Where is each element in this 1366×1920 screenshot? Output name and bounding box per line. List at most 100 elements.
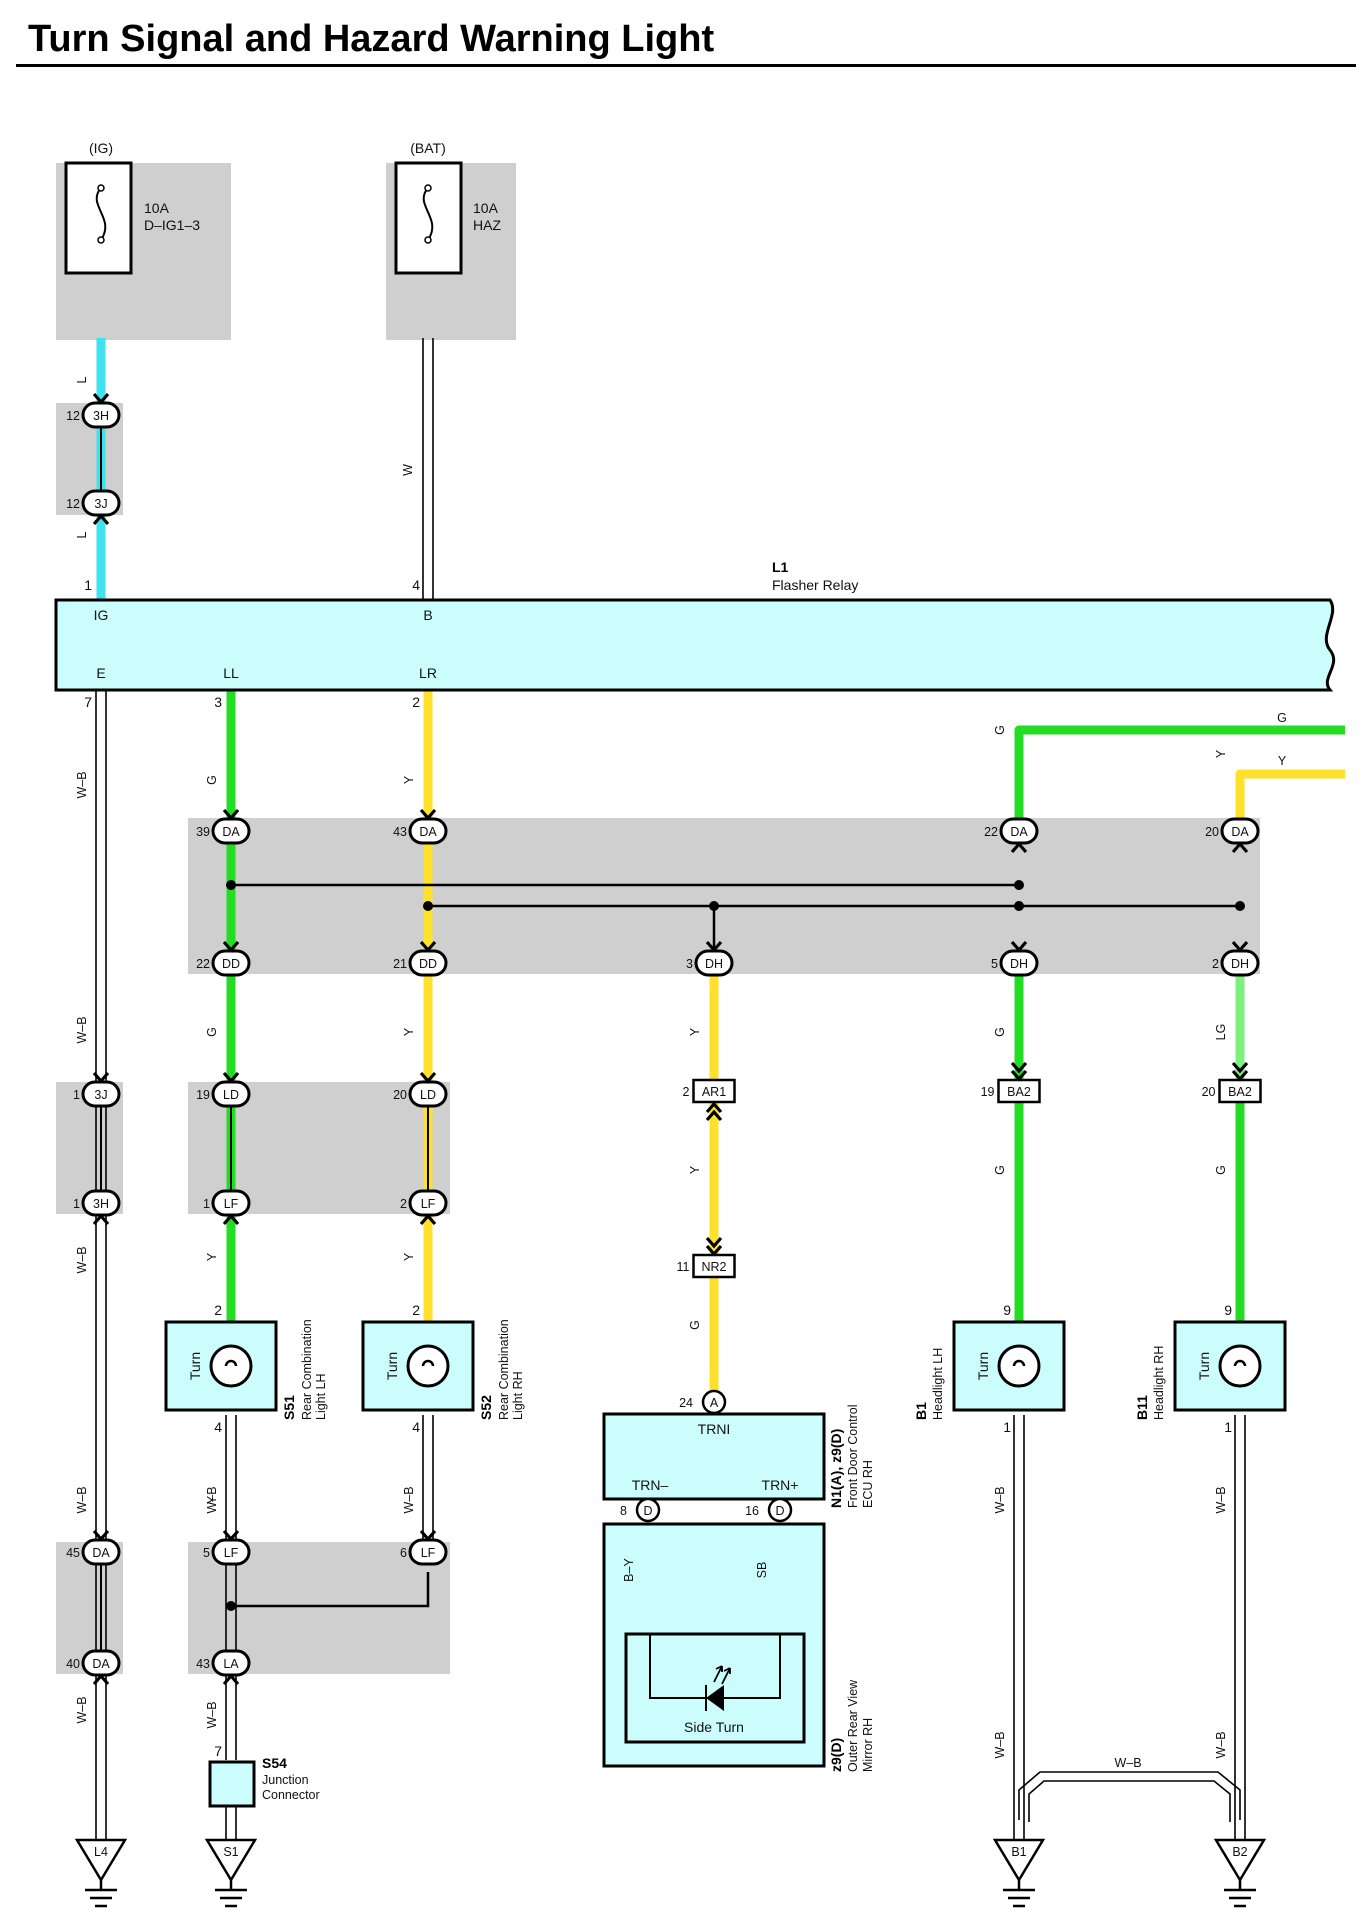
connector-pin: 20 xyxy=(1205,825,1219,839)
component-b1: Turn B1 Headlight LH 9 1 xyxy=(913,1302,1066,1435)
connector-pin: 5 xyxy=(991,957,998,971)
connector-code: DD xyxy=(222,957,240,971)
s51-name2: Light LH xyxy=(314,1373,328,1420)
connector-code: 3H xyxy=(93,409,109,423)
connector-pin: 12 xyxy=(66,409,80,423)
connector-3h-12: 3H 12 xyxy=(66,392,121,429)
connector-pin: 22 xyxy=(984,825,998,839)
connector-code: D xyxy=(775,1504,784,1518)
connector-a-24: A24 xyxy=(679,1389,727,1415)
connector-pin: 11 xyxy=(677,1260,690,1274)
wire-label: Y xyxy=(1214,749,1228,758)
connector-code: LF xyxy=(224,1197,239,1211)
s52-name1: Rear Combination xyxy=(497,1319,511,1420)
connector-da-22: DA 22 xyxy=(984,817,1039,854)
connector-pin: 1 xyxy=(203,1197,210,1211)
wire-label: W–B xyxy=(75,1016,89,1043)
connector-code: 3J xyxy=(94,497,107,511)
wire-label-h: G xyxy=(1277,711,1287,725)
connector-pin: 22 xyxy=(196,957,210,971)
connector-code: LF xyxy=(421,1197,436,1211)
wire-wb-cross-b xyxy=(1028,1780,1231,1822)
s51-pin-top: 2 xyxy=(214,1302,222,1318)
connector-pin: 2 xyxy=(1212,957,1219,971)
connector-lf-5: LF5 xyxy=(203,1529,251,1566)
connector-pin: 21 xyxy=(393,957,407,971)
connector-code: DA xyxy=(92,1657,110,1671)
connector-pin: 8 xyxy=(620,1504,627,1518)
connector-dh-5: DH5 xyxy=(991,940,1039,977)
junction-s54: 7 S54 Junction Connector xyxy=(208,1743,320,1808)
fuse-ig-rating: 10A xyxy=(144,200,170,216)
relay-term-lr: LR xyxy=(419,665,437,681)
connector-pin: 19 xyxy=(196,1088,210,1102)
dot-3 xyxy=(423,901,433,911)
connector-code: D xyxy=(643,1504,652,1518)
relay-pin-b: 4 xyxy=(412,577,420,593)
fuse-bat-name: HAZ xyxy=(473,217,501,233)
ground-l4: L4 xyxy=(74,1838,128,1908)
s52-pin-bottom: 4 xyxy=(412,1419,420,1435)
relay-term-e: E xyxy=(96,665,105,681)
connector-dh-3: DH3 xyxy=(686,940,734,977)
bus-lf-join xyxy=(231,1572,430,1608)
bus-lines xyxy=(231,883,1240,1608)
connector-code: DA xyxy=(1010,825,1028,839)
connector-code: AR1 xyxy=(702,1085,726,1099)
mirror-lamp: Side Turn xyxy=(684,1719,744,1735)
wire-label: G xyxy=(993,725,1007,735)
connector-lf-1: LF 1 xyxy=(203,1189,251,1226)
mirror-name1: Outer Rear View xyxy=(846,1679,860,1772)
s54-name1: Junction xyxy=(262,1773,309,1787)
ground-label: B1 xyxy=(1011,1845,1026,1859)
connector-pin: 1 xyxy=(73,1197,80,1211)
b11-pin-bottom: 1 xyxy=(1224,1419,1232,1435)
wire-wb-cross-a xyxy=(1018,1771,1241,1820)
connector-code: 3H xyxy=(93,1197,109,1211)
connector-pin: 16 xyxy=(745,1504,759,1518)
wire-label: G xyxy=(993,1165,1007,1175)
s51-name1: Rear Combination xyxy=(300,1319,314,1420)
wire-label: W–B xyxy=(205,1701,219,1728)
fuse-bat: (BAT) 10A HAZ xyxy=(394,140,501,275)
connector-code: LF xyxy=(224,1546,239,1560)
dot-4 xyxy=(709,901,719,911)
wire-label: G xyxy=(205,775,219,785)
connector-pin: 2 xyxy=(400,1197,407,1211)
bus-dots xyxy=(226,880,1245,1611)
ecu-out2: TRN+ xyxy=(762,1477,799,1493)
connector-pin: 3 xyxy=(686,957,693,971)
ecu-in: TRNI xyxy=(698,1421,731,1437)
dot-1 xyxy=(226,880,236,890)
wire-label: L xyxy=(75,376,89,383)
connector-d-16: D 16 xyxy=(745,1497,793,1523)
wire-label: Y xyxy=(402,1252,416,1261)
wire-label: W–B xyxy=(993,1486,1007,1513)
page-title: Turn Signal and Hazard Warning Light xyxy=(28,18,715,60)
relay-term-ll: LL xyxy=(223,665,239,681)
connector-pin: 20 xyxy=(393,1088,407,1102)
wire-label: Y xyxy=(688,1027,702,1036)
connector-code: 3J xyxy=(94,1088,107,1102)
wire-label: G xyxy=(205,1027,219,1037)
connector-code: DA xyxy=(222,825,240,839)
s51-lamp: Turn xyxy=(187,1352,203,1380)
ground-label: L4 xyxy=(94,1845,108,1859)
wire-label: SB xyxy=(755,1562,769,1579)
wire-label: B–Y xyxy=(622,1558,636,1582)
connector-code: LF xyxy=(421,1546,436,1560)
wire-label: W–B xyxy=(75,1696,89,1723)
b11-code: B11 xyxy=(1134,1395,1150,1420)
s51-pin-bottom: 4 xyxy=(214,1419,222,1435)
fuse-bat-supply: (BAT) xyxy=(410,140,446,156)
fuse-ig-supply: (IG) xyxy=(89,140,113,156)
relay-term-b: B xyxy=(423,607,432,623)
wire-label: W–B xyxy=(205,1486,219,1513)
